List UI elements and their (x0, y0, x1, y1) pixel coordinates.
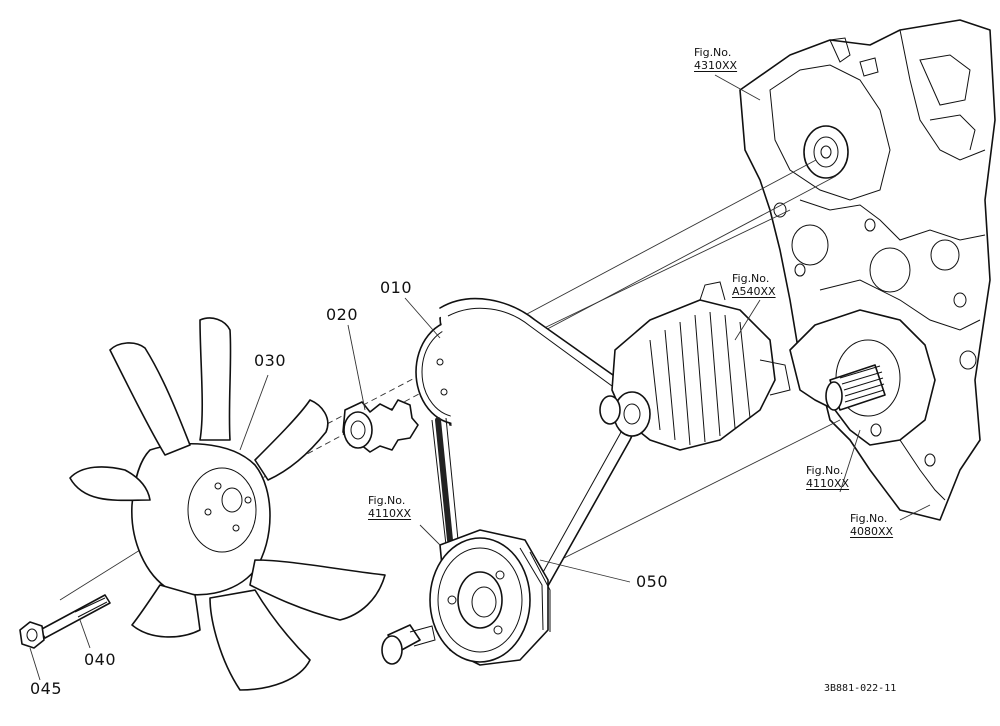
leader-lines (29, 74, 931, 681)
fig-ref-code[interactable]: 4310XX (694, 59, 738, 72)
fig-ref-label: Fig.No. (850, 512, 888, 525)
fan-spacer (342, 399, 419, 453)
part-label-050: 050 (636, 572, 669, 591)
crankshaft-pulley (381, 529, 551, 666)
fig-ref-code[interactable]: 4110XX (368, 507, 412, 520)
part-label-020: 020 (326, 305, 359, 324)
alternator (599, 281, 791, 451)
fig-ref-a540xx[interactable]: Fig.No. A540XX (732, 272, 776, 298)
fig-ref-4310xx[interactable]: Fig.No. 4310XX (694, 46, 737, 72)
engine-block (739, 19, 996, 521)
fig-ref-label: Fig.No. (694, 46, 732, 59)
fig-ref-label: Fig.No. (806, 464, 844, 477)
fig-ref-code[interactable]: A540XX (732, 285, 776, 298)
fig-ref-code[interactable]: 4080XX (850, 525, 894, 538)
part-label-040: 040 (84, 650, 117, 669)
part-label-010: 010 (380, 278, 413, 297)
part-label-030: 030 (254, 351, 287, 370)
fig-ref-label: Fig.No. (368, 494, 406, 507)
fig-ref-4080xx[interactable]: Fig.No. 4080XX (850, 512, 893, 538)
fig-ref-label: Fig.No. (732, 272, 770, 285)
document-id: 3B881-022-11 (824, 683, 897, 694)
fan-nut (19, 621, 45, 649)
part-label-045: 045 (30, 679, 63, 698)
fig-ref-4110xx-right[interactable]: Fig.No. 4110XX (806, 464, 849, 490)
fig-ref-code[interactable]: 4110XX (806, 477, 850, 490)
cooling-fan (69, 317, 386, 691)
fig-ref-4110xx-left[interactable]: Fig.No. 4110XX (368, 494, 411, 520)
fan-bolt (39, 594, 111, 639)
